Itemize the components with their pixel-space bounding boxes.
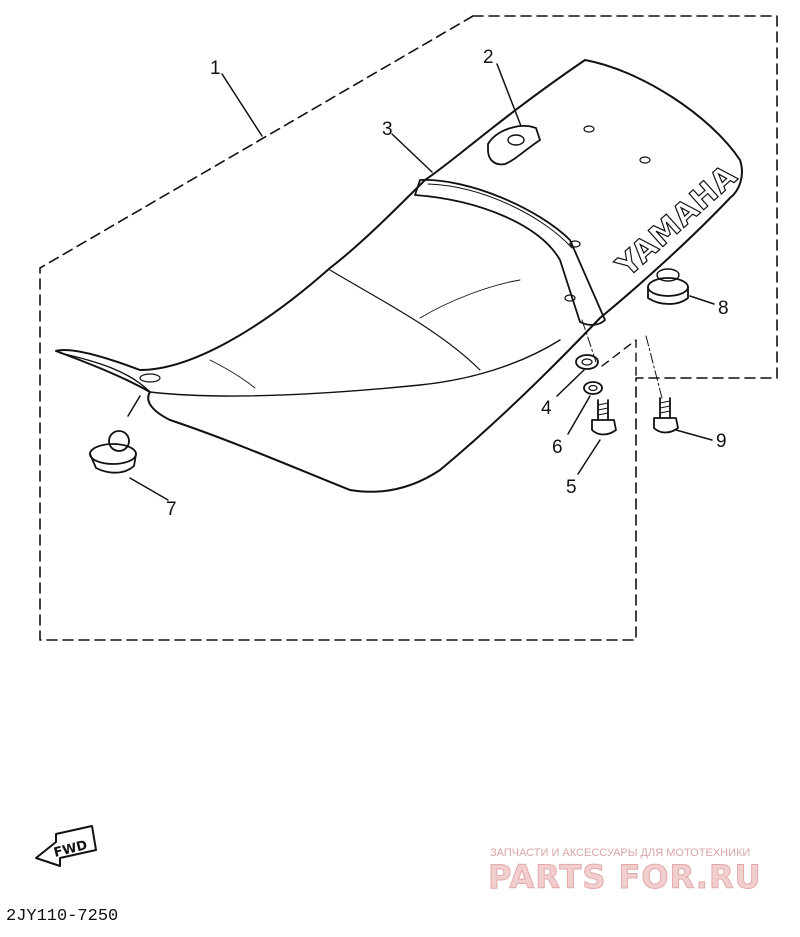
part-7-front-damper — [89, 430, 137, 474]
centerline-washer — [581, 319, 597, 363]
centerline-bolt-9 — [645, 335, 663, 399]
callout-8: 8 — [718, 298, 729, 319]
watermark: ЗАПЧАСТИ И АКСЕССУАРЫ ДЛЯ МОТОТЕХНИКИ PA… — [488, 847, 762, 897]
seat-hole-tail — [639, 156, 651, 164]
callout-2: 2 — [483, 47, 494, 68]
seat-top-contour — [149, 339, 561, 397]
seat-hole-side — [569, 240, 581, 248]
seat-hole-side-2 — [564, 294, 576, 302]
drawing-code: 2JY110-7250 — [6, 907, 118, 926]
fwd-arrow-icon: FWD — [35, 825, 97, 867]
callout-4: 4 — [541, 398, 552, 419]
seat-hook — [487, 125, 541, 166]
seat-base-line — [169, 419, 351, 491]
callout-9: 9 — [716, 431, 727, 452]
hook-eye — [507, 134, 525, 146]
assembly-boundary-dashed — [39, 15, 778, 641]
callout-1: 1 — [210, 58, 221, 79]
fwd-arrow-text: FWD — [52, 838, 89, 861]
part-5-bolt — [591, 399, 617, 436]
seat-shading-line — [419, 279, 521, 319]
seat-hole-front — [139, 373, 161, 383]
part-9-bolt — [653, 397, 679, 434]
seat-strap-band — [414, 179, 606, 326]
strap-inner-line — [427, 183, 573, 249]
seat-brand-text: YAMAHA — [609, 158, 744, 285]
seat-nose-contour — [59, 352, 151, 393]
callout-3: 3 — [382, 119, 393, 140]
watermark-site: PARTS FOR.RU — [488, 858, 762, 896]
part-6-small-washer — [583, 381, 603, 395]
seat-assembly: YAMAHA — [55, 59, 745, 493]
seat-hole-rear — [583, 125, 595, 133]
assembly-boundary-step — [601, 339, 637, 379]
seat-shading-line-2 — [209, 359, 256, 389]
leader-lines — [127, 63, 715, 501]
watermark-tagline: ЗАПЧАСТИ И АКСЕССУАРЫ ДЛЯ МОТОТЕХНИКИ — [490, 847, 750, 859]
callout-7: 7 — [166, 499, 177, 520]
part-4-washer — [575, 354, 599, 370]
seat-side-contour — [329, 269, 481, 371]
callout-6: 6 — [552, 437, 563, 458]
part-8-rear-damper — [647, 268, 689, 305]
callout-5: 5 — [566, 477, 577, 498]
